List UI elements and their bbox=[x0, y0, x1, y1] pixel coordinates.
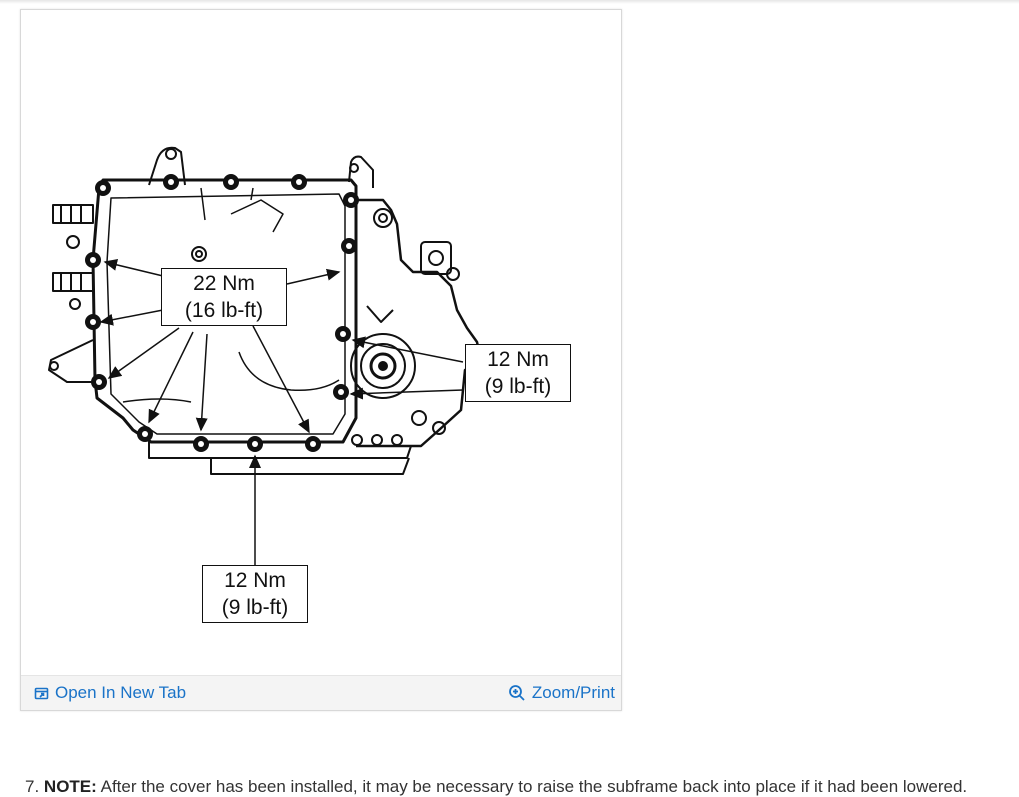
side-bolt-torque-callout: 12 Nm (9 lb-ft) bbox=[465, 344, 571, 402]
pan-bolt-torque-callout: 22 Nm (16 lb-ft) bbox=[161, 268, 287, 326]
bottom-bolt-torque-metric: 12 Nm bbox=[224, 569, 286, 592]
step-note: 7. NOTE: After the cover has been instal… bbox=[25, 777, 1015, 797]
note-label: NOTE: bbox=[43, 777, 97, 796]
figure-card: 22 Nm (16 lb-ft) 12 Nm (9 lb-ft) 12 Nm (… bbox=[20, 9, 622, 711]
bottom-bolt-torque-imperial: (9 lb-ft) bbox=[221, 596, 289, 619]
side-bolt-torque-imperial: (9 lb-ft) bbox=[484, 375, 552, 398]
zoom-print-link[interactable]: Zoom/Print bbox=[508, 683, 615, 703]
note-text: After the cover has been installed, it m… bbox=[100, 777, 968, 796]
open-in-new-tab-icon bbox=[34, 686, 49, 701]
step-number: 7. bbox=[25, 777, 40, 796]
bottom-bolt-torque-callout: 12 Nm (9 lb-ft) bbox=[202, 565, 308, 623]
open-in-new-tab-label: Open In New Tab bbox=[55, 683, 187, 702]
zoom-in-icon bbox=[508, 684, 526, 702]
pan-bolt-torque-imperial: (16 lb-ft) bbox=[184, 299, 264, 322]
open-in-new-tab-link[interactable]: Open In New Tab bbox=[34, 683, 186, 703]
zoom-print-label: Zoom/Print bbox=[531, 683, 615, 702]
side-bolt-torque-metric: 12 Nm bbox=[487, 348, 549, 371]
pan-bolt-torque-metric: 22 Nm bbox=[193, 272, 255, 295]
transaxle-cover-drawing bbox=[48, 146, 483, 565]
figure-toolbar: Open In New Tab Zoom/Print bbox=[21, 675, 621, 710]
transaxle-cover-diagram: 22 Nm (16 lb-ft) 12 Nm (9 lb-ft) 12 Nm (… bbox=[21, 10, 621, 670]
page-top-rule bbox=[0, 0, 1019, 4]
